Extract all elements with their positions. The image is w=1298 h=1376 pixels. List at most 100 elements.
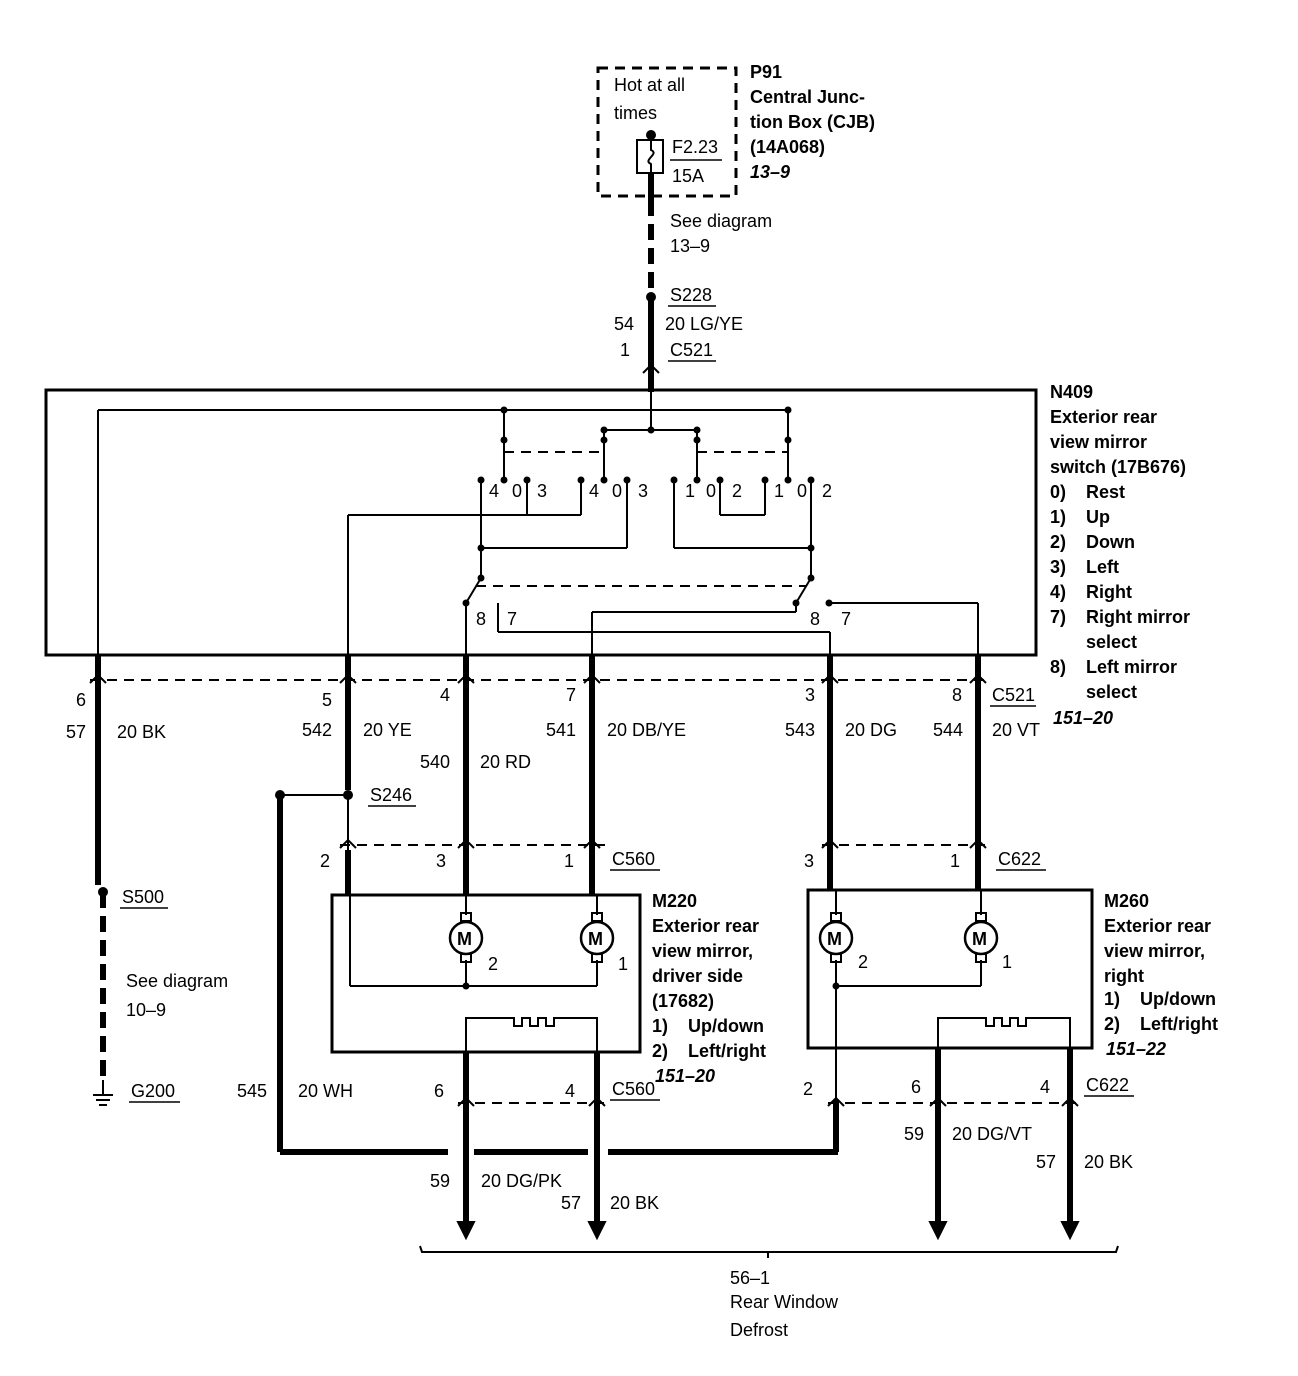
right-mirror: 3 1 C622 M 2 M 1 M260 Exterior rear view… [803,838,1218,1241]
contact-label: 4 [489,481,499,501]
select-label: 7 [841,609,851,629]
wire-circuit: 542 [302,720,332,740]
wire-circuit: 57 [66,722,86,742]
m260-name-line2: view mirror, [1104,941,1205,961]
motor-icon [818,920,854,956]
c560-bottom-label: C560 [612,1079,655,1099]
svg-text:Left mirror: Left mirror [1086,657,1177,677]
svg-text:8): 8) [1050,657,1066,677]
wire-color: 20 VT [992,720,1040,740]
c622-bottom-pin: 2 [803,1079,813,1099]
top-circuit: 54 [614,314,634,334]
wire-color: 20 DG/VT [952,1124,1032,1144]
m220-ref: 151–20 [655,1066,715,1086]
fuse-element-icon [647,140,655,173]
svg-text:1): 1) [1104,989,1120,1009]
fuse-id: F2.23 [672,137,718,157]
contact-label: 4 [589,481,599,501]
svg-text:7): 7) [1050,607,1066,627]
c560-pin: 3 [436,851,446,871]
svg-text:Down: Down [1086,532,1135,552]
arrow-down-icon [928,1221,1080,1241]
motor-number: 2 [488,954,498,974]
contact-label: 2 [732,481,742,501]
svg-text:Right mirror: Right mirror [1086,607,1190,627]
wire-color: 20 DG/PK [481,1171,562,1191]
arrow-down-icon [456,1221,607,1241]
m220-name-line1: Exterior rear [652,916,759,936]
svg-text:Rest: Rest [1086,482,1125,502]
wire-circuit: 59 [904,1124,924,1144]
c560-bottom-pin: 6 [434,1081,444,1101]
contact-label: 0 [706,481,716,501]
top-feed: See diagram 13–9 S228 54 20 LG/YE 1 C521 [614,173,772,392]
s228-label: S228 [670,285,712,305]
svg-text:Right: Right [1086,582,1132,602]
wire-color: 20 BK [117,722,166,742]
c622-pin: 1 [950,851,960,871]
wire-circuit: 59 [430,1171,450,1191]
svg-text:2): 2) [652,1041,668,1061]
motor-number: 1 [1002,952,1012,972]
wire-circuit: 541 [546,720,576,740]
c622-pin: 3 [804,851,814,871]
cjb-dashed-box [596,66,738,198]
svg-text:select: select [1086,632,1137,652]
c560-bottom-pin: 4 [565,1081,575,1101]
m260-ref: 151–22 [1106,1039,1166,1059]
motor-icon [448,920,484,956]
c560-label: C560 [612,849,655,869]
m260-housing [806,888,1094,1050]
switch-contacts [477,406,815,484]
contact-label: 3 [537,481,547,501]
defrost-ref: 56–1 [730,1268,770,1288]
select-label: 8 [810,609,820,629]
m220-part-number: (17682) [652,991,714,1011]
switch-name-line3: switch (17B676) [1050,457,1186,477]
svg-text:Up/down: Up/down [1140,989,1216,1009]
wire-color: 20 DG [845,720,897,740]
hot-label-line1: Hot at all [614,75,685,95]
svg-text:M: M [588,929,603,949]
svg-text:3): 3) [1050,557,1066,577]
wire-circuit: 540 [420,752,450,772]
top-see-line2: 13–9 [670,236,710,256]
svg-text:Left/right: Left/right [1140,1014,1218,1034]
switch-id: N409 [1050,382,1093,402]
cjb-name-line1: Central Junc- [750,87,865,107]
svg-text:1): 1) [652,1016,668,1036]
c521-connector-icon [642,363,660,374]
select-label: 8 [476,609,486,629]
cjb-name-line2: tion Box (CJB) [750,112,875,132]
c521-pin: 3 [805,685,815,705]
contact-label: 0 [512,481,522,501]
c622-label: C622 [998,849,1041,869]
heater-grid-icon [937,1017,1071,1048]
contact-label: 1 [685,481,695,501]
motor-number: 1 [618,954,628,974]
contact-label: 0 [612,481,622,501]
c622-bottom-pin: 6 [911,1077,921,1097]
m260-name-line1: Exterior rear [1104,916,1211,936]
top-wire: 20 LG/YE [665,314,743,334]
switch-position-legend: 0)Rest 1)Up 2)Down 3)Left 4)Right 7)Righ… [1050,482,1190,702]
motor-icon [579,920,615,956]
select-label: 7 [507,609,517,629]
heater-grid-icon [465,1017,598,1052]
return-wire: 20 WH [298,1081,353,1101]
ground-icon [93,1094,113,1106]
svg-text:M: M [972,929,987,949]
defrost-reference: 56–1 Rear Window Defrost [419,1245,1119,1340]
c521-ref: 151–20 [1053,708,1113,728]
motor-icon [963,920,999,956]
contact-label: 2 [822,481,832,501]
mirror-switch: 4 0 3 4 0 3 1 0 2 1 0 2 [44,382,1190,702]
contact-label: 3 [638,481,648,501]
m220-housing [330,893,642,1054]
ground-see-line1: See diagram [126,971,228,991]
wire-circuit: 57 [1036,1152,1056,1172]
c622-bottom-label: C622 [1086,1075,1129,1095]
defrost-bracket [419,1245,1119,1253]
hot-label-line2: times [614,103,657,123]
svg-text:1): 1) [1050,507,1066,527]
